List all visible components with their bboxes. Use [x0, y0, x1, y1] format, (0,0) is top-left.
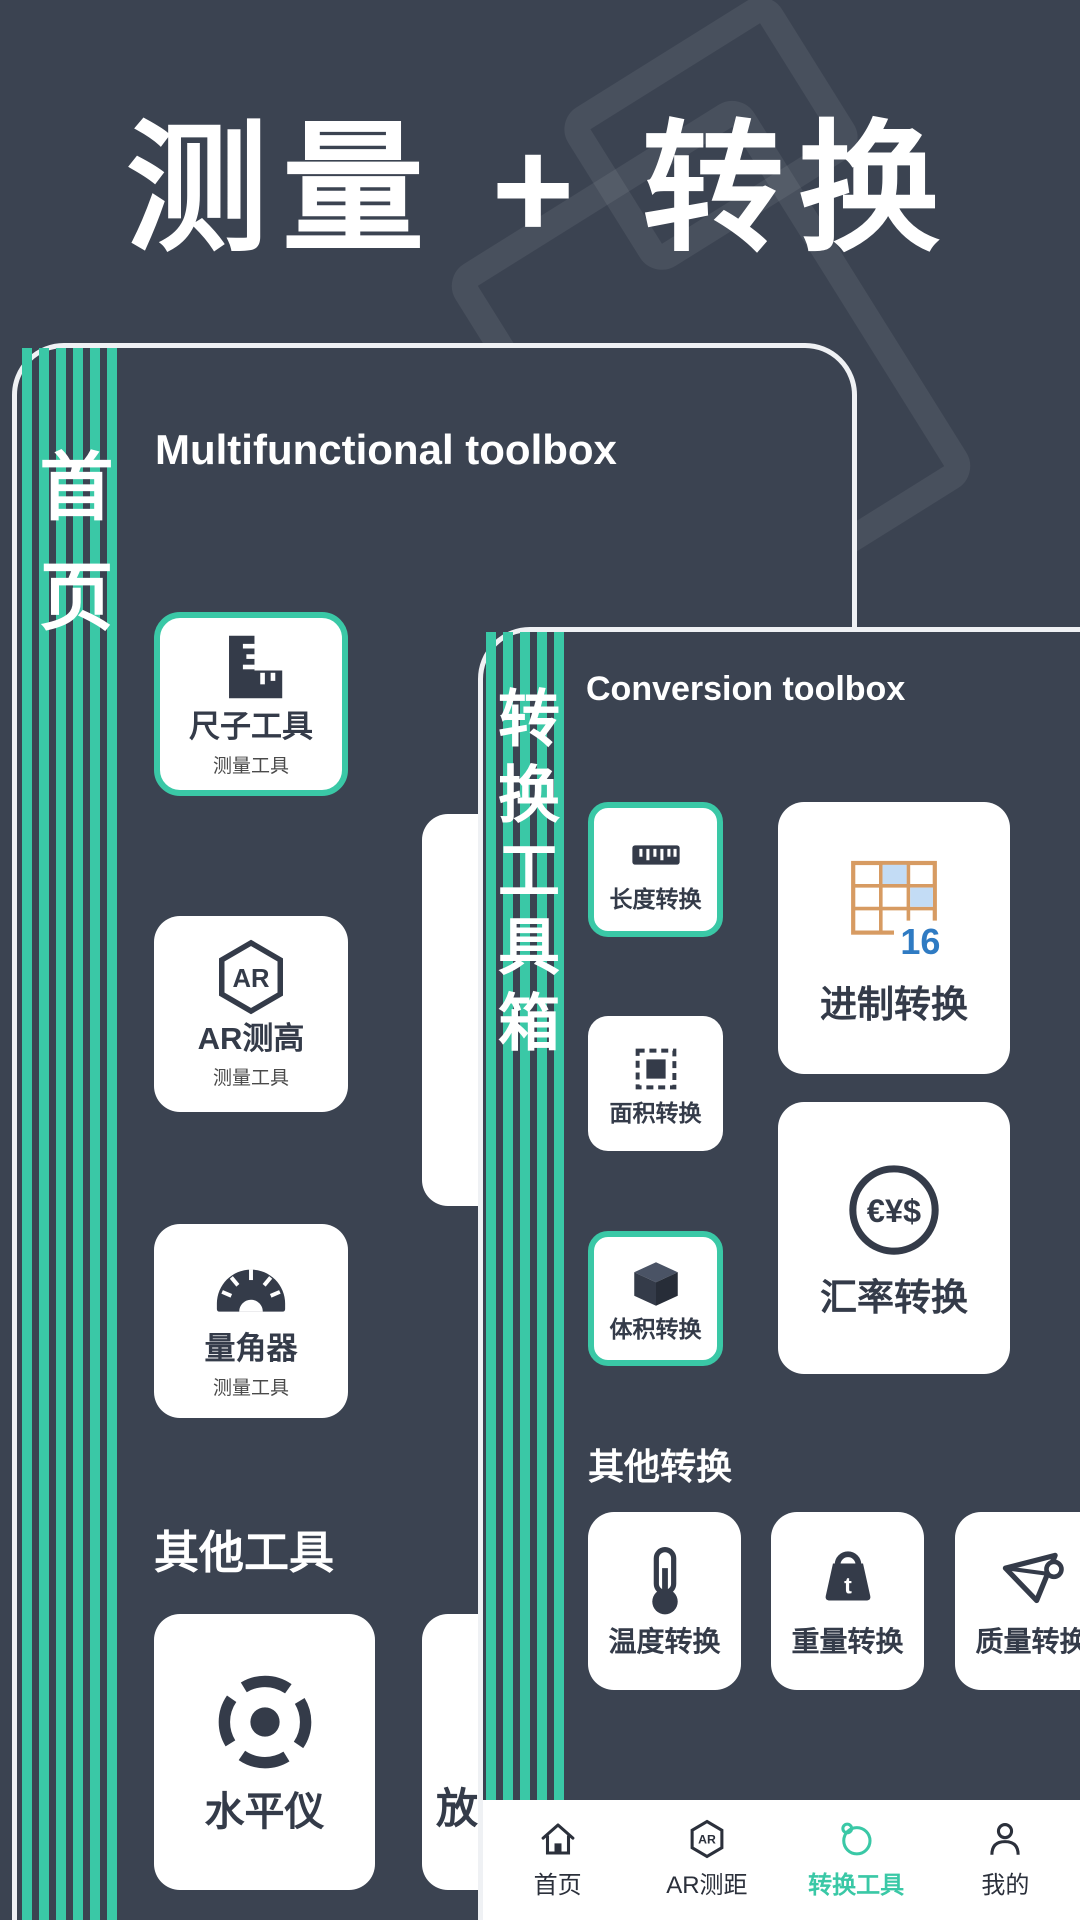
hex-16-text: 16 [900, 921, 940, 962]
conversion-side-label: 转换工具箱 [488, 686, 557, 1066]
tile-label: 放 [436, 1784, 479, 1832]
page-title: 测量 + 转换 [126, 110, 954, 269]
mass-conversion-tile[interactable]: 质量转换 [955, 1512, 1080, 1690]
tile-label: 质量转换 [975, 1625, 1080, 1657]
ar-hexagon-icon: AR [219, 940, 283, 1015]
home-card-title: Multifunctional toolbox [155, 426, 617, 473]
tile-label: 重量转换 [791, 1625, 904, 1657]
profile-icon [990, 1823, 1021, 1855]
nav-label: 转换工具 [808, 1872, 905, 1899]
home-icon [541, 1823, 575, 1855]
protractor-icon [216, 1270, 286, 1313]
nav-label: 首页 [533, 1872, 582, 1899]
cube-icon [633, 1262, 678, 1306]
nav-ar-text: AR [698, 1832, 716, 1846]
tile-label: 量角器 [204, 1331, 298, 1367]
protractor-tile[interactable]: 量角器 测量工具 [154, 1224, 348, 1418]
base-conversion-tile[interactable]: 16 进制转换 [778, 802, 1010, 1074]
other-conversions-heading: 其他转换 [588, 1446, 733, 1487]
tile-label: AR测高 [197, 1021, 305, 1057]
ruler-square-icon [229, 636, 283, 699]
ar-icon-text: AR [233, 965, 270, 993]
ruler-tool-tile[interactable]: 尺子工具 测量工具 [154, 612, 348, 796]
conversion-card-title: Conversion toolbox [586, 670, 906, 708]
cone-icon [1002, 1552, 1064, 1603]
nav-item-profile[interactable]: 我的 [931, 1800, 1080, 1920]
area-square-icon [635, 1048, 676, 1090]
tile-sublabel: 测量工具 [212, 1377, 289, 1399]
level-icon [218, 1675, 311, 1769]
tile-label: 温度转换 [608, 1625, 721, 1657]
tile-label: 面积转换 [609, 1099, 702, 1126]
area-conversion-tile[interactable]: 面积转换 [588, 1016, 723, 1151]
home-side-label: 首页 [29, 448, 112, 668]
volume-conversion-tile[interactable]: 体积转换 [588, 1231, 723, 1366]
tile-label: 汇率转换 [820, 1276, 968, 1318]
nav-item-home[interactable]: 首页 [483, 1800, 632, 1920]
currency-circle-icon: €¥$ [849, 1164, 939, 1255]
ar-height-tile[interactable]: AR AR测高 测量工具 [154, 916, 348, 1112]
thermometer-icon [651, 1546, 678, 1614]
conversion-tools-icon [841, 1822, 872, 1856]
nav-label: AR测距 [666, 1872, 748, 1899]
length-conversion-tile[interactable]: 长度转换 [588, 802, 723, 937]
tile-label: 进制转换 [820, 983, 968, 1025]
temperature-conversion-tile[interactable]: 温度转换 [588, 1512, 741, 1690]
conversion-toolbox-card: 转换工具箱 Conversion toolbox 长度转换 [478, 627, 1080, 1920]
tile-sublabel: 测量工具 [212, 755, 289, 777]
tile-label: 长度转换 [609, 885, 702, 912]
spreadsheet-icon: 16 [851, 860, 947, 962]
conversion-card-stripes [486, 632, 566, 1920]
nav-item-ar-distance[interactable]: AR AR测距 [632, 1800, 781, 1920]
nav-label: 我的 [981, 1872, 1030, 1899]
bottom-nav: 首页 AR AR测距 转换工具 [483, 1800, 1080, 1920]
ruler-icon [631, 845, 680, 865]
home-card-stripes [22, 348, 119, 1920]
weight-conversion-tile[interactable]: t 重量转换 [771, 1512, 924, 1690]
weight-t-text: t [844, 1572, 852, 1598]
weight-icon: t [825, 1551, 870, 1601]
tile-label: 水平仪 [204, 1790, 325, 1834]
tile-label: 体积转换 [609, 1315, 702, 1342]
ar-distance-icon: AR [690, 1819, 724, 1859]
nav-item-conversion-tools[interactable]: 转换工具 [782, 1800, 931, 1920]
level-tile[interactable]: 水平仪 [154, 1614, 375, 1890]
exchange-rate-tile[interactable]: €¥$ 汇率转换 [778, 1102, 1010, 1374]
other-tools-heading: 其他工具 [154, 1527, 335, 1578]
tile-label: 尺子工具 [189, 709, 313, 745]
tile-sublabel: 测量工具 [212, 1067, 289, 1089]
currency-symbols-text: €¥$ [867, 1193, 921, 1229]
